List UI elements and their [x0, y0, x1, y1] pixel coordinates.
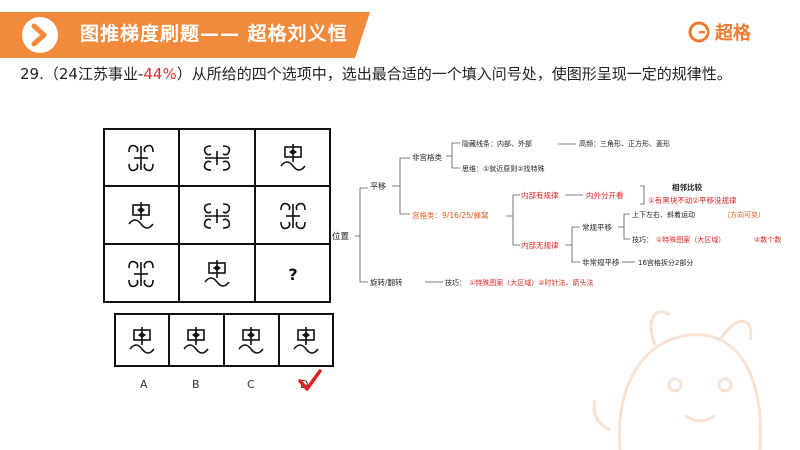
mindmap-special-pattern: ①特殊图案（大区域） — [656, 235, 725, 244]
option-label-a[interactable]: A — [140, 378, 148, 391]
brand-logo-icon — [688, 21, 710, 43]
mindmap-hidden-lines: 隐藏线条：内部、外部 — [462, 139, 532, 148]
mindmap-rotate-tricks: ①特殊图案（大区域）②时针法、箭头法 — [469, 278, 594, 287]
mindmap-regular-translation: 常规平移 — [582, 222, 612, 232]
mindmap-neighbor-compare: 相邻比较 — [672, 182, 702, 192]
question-source-prefix: （24江苏事业- — [43, 65, 144, 83]
puzzle-grid: ? — [103, 128, 331, 303]
mindmap-root: 位置 — [332, 231, 350, 242]
question-number: 29. — [20, 65, 44, 83]
header-banner — [0, 12, 370, 58]
mindmap-black-block-rule: ①有黑块不动②平移没规律 — [648, 195, 737, 205]
mindmap-non-grid: 非宫格类 — [412, 152, 442, 162]
brand-name: 超格 — [715, 23, 751, 44]
mindmap-inner-regular: 内部有规律 — [521, 190, 559, 200]
question-body: ）从所给的四个选项中，选出最合适的一个填入问号处，使图形呈现一定的规律性。 — [176, 65, 732, 83]
mindmap-directions: 上下左右、斜着运动 — [632, 210, 695, 219]
mindmap-inner-irregular: 内部无规律 — [521, 240, 559, 250]
mindmap-rotate-flip: 旋转/翻转 — [370, 277, 403, 287]
answer-options — [114, 313, 334, 367]
mindmap-count: ②数个数 — [754, 235, 781, 244]
option-label-c[interactable]: C — [247, 378, 255, 391]
mindmap-direction-variable: （方向可变） — [723, 210, 765, 219]
mindmap-irregular-translation: 非常规平移 — [582, 257, 620, 267]
mindmap-thinking: 思维：①就近原则②找特殊 — [462, 164, 545, 173]
mindmap-grid: 宫格类：9/16/25/蜂窝 — [412, 210, 488, 220]
red-check-icon — [298, 369, 322, 391]
question-accuracy: 44% — [143, 65, 177, 83]
mindmap-skills-label: 技巧： — [632, 235, 653, 244]
header-title: 图推梯度刷题—— 超格刘义恒 — [80, 23, 348, 45]
mindmap-translation: 平移 — [370, 181, 386, 191]
question-text: 29.（24江苏事业-44%）从所给的四个选项中，选出最合适的一个填入问号处，使… — [20, 62, 790, 86]
arrow-icon — [22, 12, 58, 58]
mindmap-rotate-skills-label: 技巧： — [445, 278, 466, 287]
mascot-watermark — [592, 310, 763, 450]
mindmap-high-freq: 高频：三角形、正方形、菱形 — [579, 139, 670, 148]
option-label-b[interactable]: B — [192, 378, 200, 391]
unknown-mark: ? — [288, 265, 297, 284]
brand-logo: 超格 — [688, 17, 751, 47]
mindmap-inner-outer: 内外分开看 — [586, 190, 624, 200]
mindmap-split16: 16宫格拆分2部分 — [638, 258, 693, 267]
mindmap: 位置 平移 非宫格类 隐藏线条：内部、外部 高频：三角形、正方形、菱形 思维：①… — [332, 139, 781, 287]
